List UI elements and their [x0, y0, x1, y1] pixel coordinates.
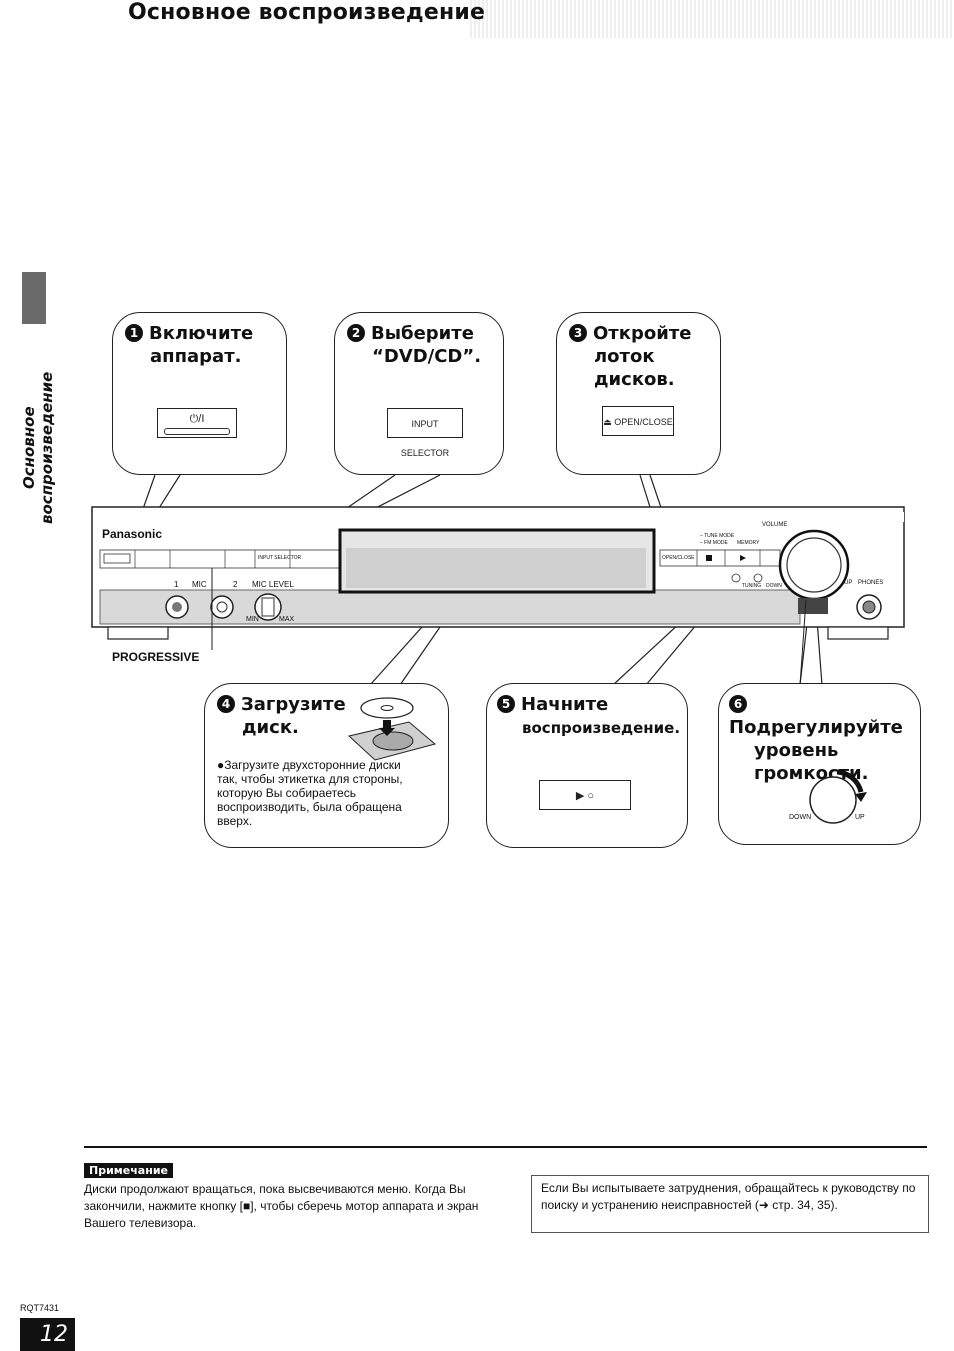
- step-3-title-line1: Откройте: [593, 323, 692, 344]
- open-close-small-label: OPEN/CLOSE: [662, 555, 695, 561]
- callout-step-5: 5 Начните воспроизведение. ▶ ○: [486, 683, 688, 848]
- step-2-title-line2: “DVD/CD”.: [372, 346, 482, 367]
- volume-knob-icon: [809, 769, 867, 824]
- mic-label: MIC: [192, 580, 207, 589]
- step-2-title-line1: Выберите: [371, 323, 474, 344]
- mic2-label: 2: [233, 580, 238, 589]
- step-4-heading: 4 Загрузите диск.: [217, 693, 346, 739]
- up-label: UP: [844, 580, 853, 586]
- device-foot-right: [827, 626, 889, 640]
- disc-tray-icon: [347, 697, 437, 761]
- step-5-title-line1: Начните: [521, 694, 609, 715]
- document-number: RQT7431: [20, 1303, 60, 1313]
- bullet-dot: ●: [217, 758, 225, 772]
- step-6-title-line1: Подрегулируйте: [729, 717, 903, 738]
- brand-logo: Panasonic: [102, 527, 163, 541]
- step-5-title-line2: воспроизведение.: [522, 719, 681, 737]
- mic1-label: 1: [174, 580, 179, 589]
- note-label: Примечание: [84, 1163, 173, 1178]
- step-4-number: 4: [217, 695, 235, 713]
- input-selector-button-illustration: INPUT SELECTOR: [387, 408, 463, 458]
- header-texture: [470, 0, 954, 38]
- power-indicator-bar: [164, 428, 230, 435]
- step-1-title-line1: Включите: [149, 323, 254, 344]
- step-3-heading: 3 Откройте лоток дисков.: [569, 322, 691, 391]
- step-6-title-line2: уровень: [754, 740, 839, 761]
- power-button-illustration: ⏻/I: [157, 408, 237, 438]
- play-button-label: ▶ ○: [575, 790, 595, 802]
- step-4-title-line2: диск.: [242, 717, 299, 738]
- step-3-number: 3: [569, 324, 587, 342]
- phones-label: PHONES: [858, 580, 884, 586]
- page-number: 12: [20, 1318, 75, 1351]
- tune-mode-label: – TUNE MODE: [700, 533, 735, 539]
- knob-down-label: DOWN: [789, 814, 812, 821]
- callout-step-4: 4 Загрузите диск. ●Загрузите двухсторонни…: [204, 683, 449, 848]
- step-1-number: 1: [125, 324, 143, 342]
- max-label: MAX: [279, 616, 295, 623]
- step-4-bullet-text: Загрузите двухсторонние диски так, чтобы…: [217, 758, 403, 828]
- step-1-title-line2: аппарат.: [150, 346, 242, 367]
- step-1-heading: 1 Включите аппарат.: [125, 322, 253, 368]
- device-foot-left: [107, 626, 169, 640]
- open-close-button-label: ⏏ OPEN/CLOSE: [603, 417, 673, 427]
- note-divider: [84, 1146, 927, 1148]
- progressive-label: PROGRESSIVE: [112, 650, 200, 664]
- play-button-illustration: ▶ ○: [539, 780, 631, 810]
- volume-knob-base: [798, 598, 828, 614]
- device-lower-panel: [99, 589, 801, 625]
- down-label: DOWN: [766, 583, 782, 589]
- help-box: Если Вы испытываете затруднения, обращай…: [531, 1175, 929, 1233]
- step-2-number: 2: [347, 324, 365, 342]
- step-5-heading: 5 Начните воспроизведение.: [497, 693, 680, 740]
- knob-up-label: UP: [855, 814, 865, 821]
- mic-level-label: MIC LEVEL: [252, 580, 294, 589]
- side-tab-marker: [22, 272, 46, 324]
- input-selector-button-label: INPUT SELECTOR: [400, 419, 450, 458]
- step-4-bullet: ●Загрузите двухсторонние диски так, чтоб…: [217, 758, 417, 828]
- callout-step-6: 6Подрегулируйте уровень громкости. DOWN …: [718, 683, 921, 845]
- step-3-title-line2: лоток: [594, 346, 655, 367]
- input-selector-small-label: INPUT SELECTOR: [258, 555, 302, 561]
- min-label: MIN: [246, 616, 259, 623]
- step-6-number: 6: [729, 695, 747, 713]
- callout-step-2: 2 Выберите “DVD/CD”. INPUT SELECTOR: [334, 312, 504, 475]
- device-button-strip: [99, 549, 341, 569]
- step-5-number: 5: [497, 695, 515, 713]
- power-button-label: ⏻/I: [189, 413, 205, 425]
- tuning-label: TUNING: [742, 583, 762, 589]
- step-3-title-line3: дисков.: [594, 369, 675, 390]
- help-text: Если Вы испытываете затруднения, обращай…: [541, 1181, 916, 1212]
- fm-mode-label: – FM MODE: [700, 540, 728, 546]
- memory-label: MEMORY: [737, 540, 760, 546]
- open-close-button-illustration: ⏏ OPEN/CLOSE: [602, 406, 674, 436]
- callout-step-3: 3 Откройте лоток дисков. ⏏ OPEN/CLOSE: [556, 312, 721, 475]
- note-text: Диски продолжают вращаться, пока высвечи…: [84, 1182, 479, 1230]
- callout-step-1: 1 Включите аппарат. ⏻/I: [112, 312, 287, 475]
- step-2-heading: 2 Выберите “DVD/CD”.: [347, 322, 481, 368]
- step-4-title-line1: Загрузите: [241, 694, 346, 715]
- page-title: Основное воспроизведение: [128, 0, 486, 25]
- volume-label: VOLUME: [762, 522, 788, 528]
